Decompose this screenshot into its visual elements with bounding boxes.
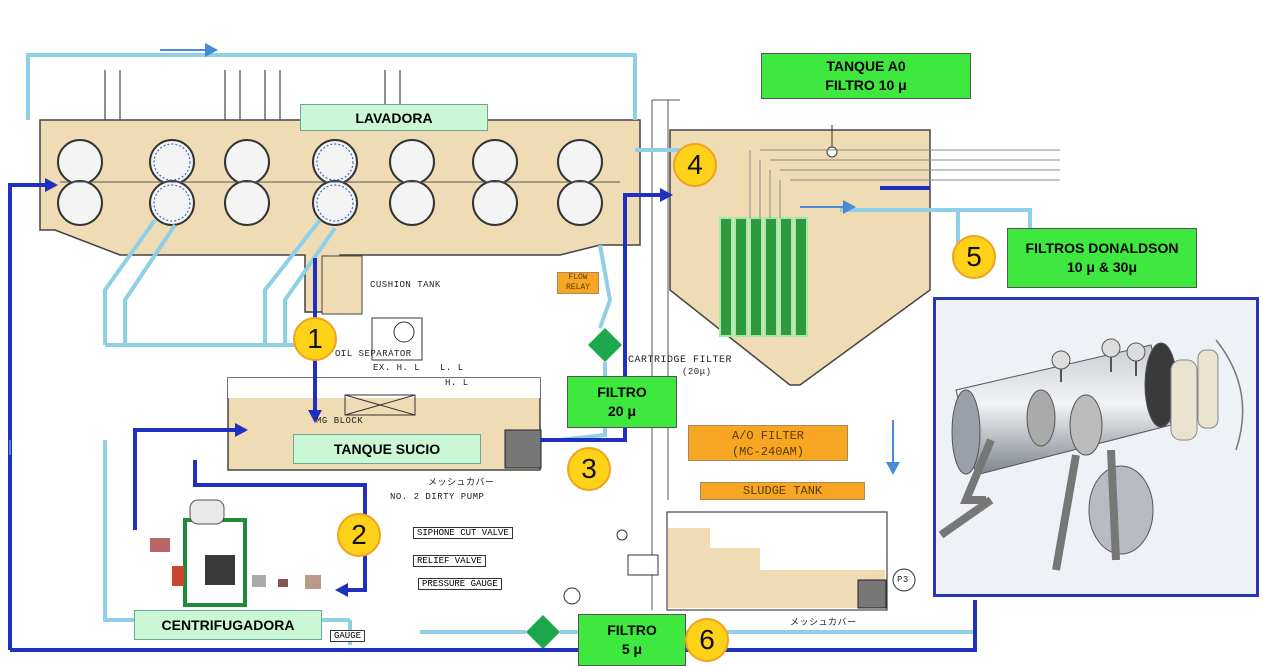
step-3-badge: 3 [567, 447, 611, 491]
step-5-badge: 5 [952, 235, 996, 279]
hl-text: H. L [445, 378, 469, 388]
cartridge-filter-text: CARTRIDGE FILTER [628, 355, 732, 366]
tanque-a0-line2: FILTRO 10 μ [825, 76, 906, 95]
gauge-box: GAUGE [330, 630, 365, 642]
filter-diamond-20 [588, 328, 622, 362]
pressure-gauge-box: PRESSURE GAUGE [418, 578, 502, 590]
filtro-5-label: FILTRO 5 μ [578, 614, 686, 666]
step-2-badge: 2 [337, 513, 381, 557]
ao-filter-line1: A/O FILTER [689, 428, 847, 444]
cartridge-micron-text: (20μ) [682, 367, 712, 377]
tanque-a0-line1: TANQUE A0 [826, 57, 905, 76]
sludge-mesh-text: メッシュカバー [790, 615, 857, 628]
ao-filter-tag: A/O FILTER (MC-240AM) [688, 425, 848, 461]
p3-label: P3 [897, 575, 909, 585]
centrifugadora-label: CENTRIFUGADORA [134, 610, 322, 640]
step-4-badge: 4 [673, 143, 717, 187]
ao-filter-line2: (MC-240AM) [689, 444, 847, 460]
cushion-tank [322, 256, 362, 314]
mesh-cover [505, 430, 541, 468]
step-1-badge: 1 [293, 317, 337, 361]
donaldson-label: FILTROS DONALDSON 10 μ & 30μ [1007, 228, 1197, 288]
filtro-5-line2: 5 μ [622, 640, 642, 659]
cushion-tank-text: CUSHION TANK [370, 280, 441, 290]
siphone-cut-valve-box: SIPHONE CUT VALVE [413, 527, 513, 539]
ll-text: L. L [440, 363, 464, 373]
flow-relay-tag: FLOW RELAY [557, 272, 599, 294]
tanque-sucio-label: TANQUE SUCIO [293, 434, 481, 464]
filtro-20-label: FILTRO 20 μ [567, 376, 677, 428]
donaldson-line2: 10 μ & 30μ [1067, 258, 1137, 277]
relief-valve-box: RELIEF VALVE [413, 555, 486, 567]
filter-diamond-5 [526, 615, 560, 649]
centrifuge-unit [150, 500, 321, 605]
lavadora-label: LAVADORA [300, 104, 488, 131]
tanque-a0-label: TANQUE A0 FILTRO 10 μ [761, 53, 971, 99]
dirty-pump-text: NO. 2 DIRTY PUMP [390, 492, 484, 502]
filter-housing-image [936, 300, 1256, 594]
filtro-5-line1: FILTRO [607, 621, 657, 640]
step-6-badge: 6 [685, 618, 729, 662]
filtro-20-line1: FILTRO [597, 383, 647, 402]
oil-separator-text: OIL SEPARATOR [335, 349, 412, 359]
donaldson-filter-photo [933, 297, 1259, 597]
mesh-cover-text: メッシュカバー [428, 475, 495, 488]
mg-block-text: MG BLOCK [316, 416, 363, 426]
ex-hl-text: EX. H. L [373, 363, 420, 373]
donaldson-line1: FILTROS DONALDSON [1026, 239, 1179, 258]
filtro-20-line2: 20 μ [608, 402, 636, 421]
sludge-tank-tag: SLUDGE TANK [700, 482, 865, 500]
